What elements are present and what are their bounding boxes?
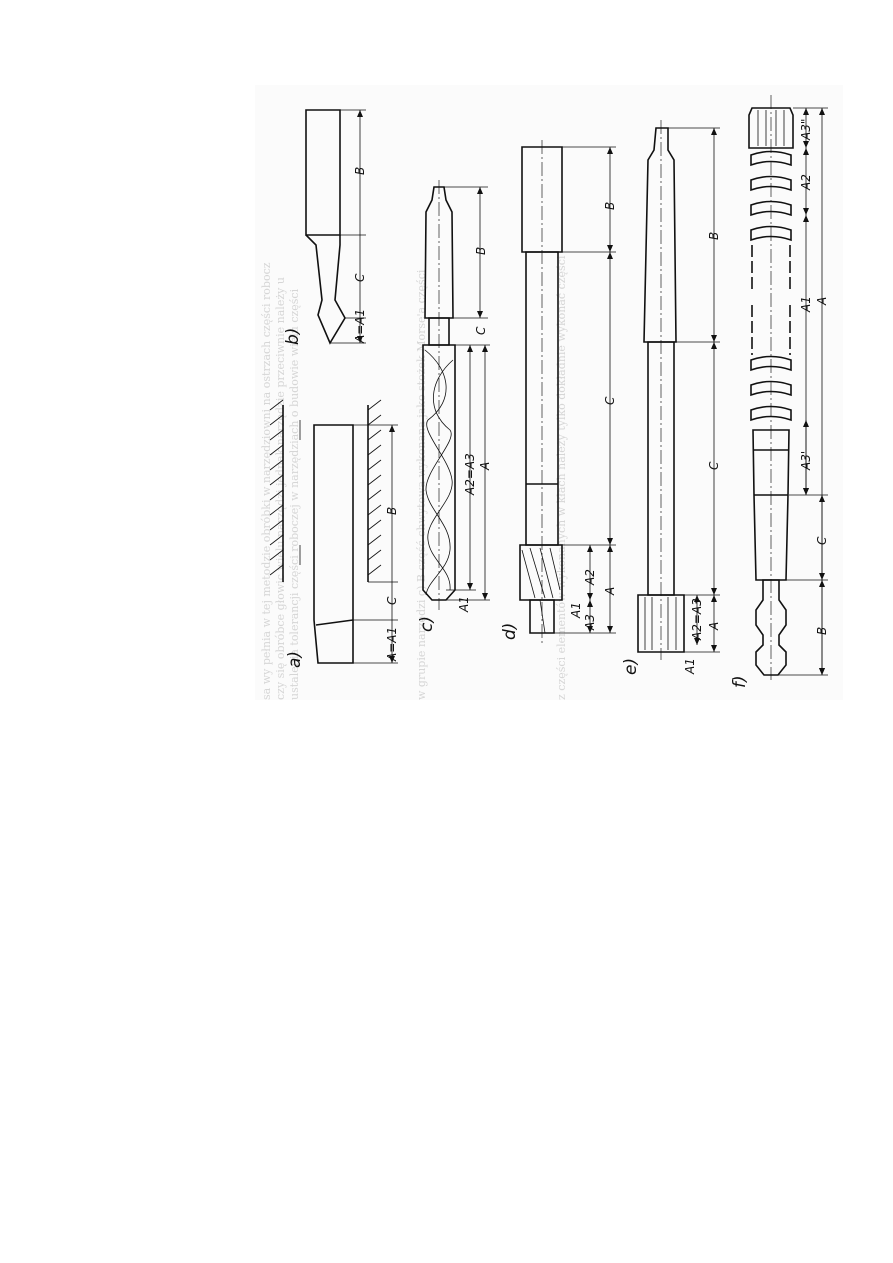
- dim-label: B: [707, 232, 721, 240]
- figure-e-reamer: B C A2=A3 A A1 e): [621, 120, 721, 675]
- dim-label: C: [385, 596, 399, 605]
- dim-label: A1: [457, 596, 471, 613]
- figure-label-d: d): [500, 623, 520, 640]
- tool-drawings: sa wy pełnia w tej metodzie obróbki w na…: [260, 95, 829, 700]
- dim-label: B: [815, 627, 829, 635]
- dim-label: A3": [799, 119, 813, 141]
- svg-text:w grupie narzędzi c) B cz: w grupie narzędzi c) B część chwytowa wy…: [415, 269, 428, 700]
- figure-a-turning-tool: B C A=A1 a): [269, 399, 399, 668]
- dim-label: A1: [683, 658, 697, 675]
- figure-b-boring-tool: B C A=A1 b): [283, 109, 367, 345]
- dim-label: A: [478, 462, 492, 471]
- dim-label: C: [815, 536, 829, 545]
- scanned-page: sa wy pełnia w tej metodzie obróbki w na…: [255, 85, 843, 700]
- dim-label: A=A1: [385, 627, 399, 662]
- dim-label: A3: [583, 614, 597, 631]
- background-text: sa wy pełnia w tej metodzie obróbki w na…: [260, 255, 568, 700]
- dim-label: B: [474, 247, 488, 255]
- dim-label: A: [707, 622, 721, 631]
- dim-label: C: [353, 273, 367, 282]
- svg-text:ustalenia tolerancji części: ustalenia tolerancji części roboczej w n…: [288, 288, 301, 700]
- figure-label-b: b): [283, 328, 303, 345]
- dim-label: A: [603, 587, 617, 596]
- dim-label: B: [353, 167, 367, 175]
- svg-text:sa wy pełnia w tej metodz: sa wy pełnia w tej metodzie obróbki w na…: [260, 262, 273, 700]
- dim-label: B: [603, 202, 617, 210]
- dim-label: A2: [583, 569, 597, 586]
- svg-text:czy się obróbce głowic wie: czy się obróbce głowic wielu narzędzi je…: [274, 277, 287, 700]
- dim-label: A2=A3: [463, 453, 477, 496]
- figure-c-twist-drill: B C A2=A3 A A1 c): [417, 180, 492, 632]
- figure-label-e: e): [621, 658, 641, 675]
- dim-label: C: [603, 396, 617, 405]
- dim-label: A1: [569, 602, 583, 619]
- dim-label: A1: [799, 296, 813, 313]
- dim-label: A: [815, 297, 829, 306]
- figure-label-a: a): [285, 651, 305, 668]
- figure-label-c: c): [417, 616, 437, 632]
- dim-label: B: [385, 507, 399, 515]
- dim-label: A2: [799, 174, 813, 191]
- dim-label: C: [707, 461, 721, 470]
- figure-d-counterbore: B C A2 A3 A1 A d): [500, 140, 617, 645]
- dim-label: A3': [799, 451, 813, 471]
- dim-label: C: [474, 326, 488, 335]
- figure-label-f: f): [730, 675, 750, 688]
- dim-label: A2=A3: [690, 598, 704, 641]
- figure-f-broach: A3" A2 A1 A A3' C B f): [730, 95, 829, 688]
- dim-label: A=A1: [353, 309, 367, 344]
